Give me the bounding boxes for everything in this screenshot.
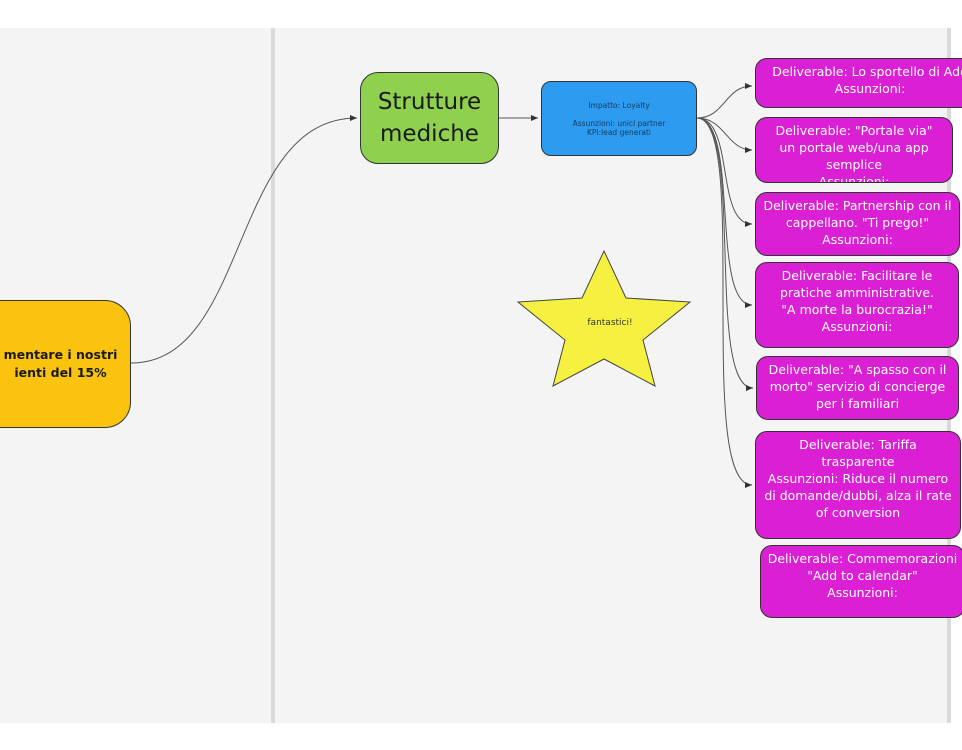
goal-text-line-1: mentare i nostri <box>3 347 118 362</box>
deliverable-6-line-2: trasparente <box>821 454 895 469</box>
deliverable-3-line-1: Deliverable: Partnership con il <box>763 198 952 213</box>
connector-detail-deliverable-3[interactable] <box>696 117 753 227</box>
deliverable-card-2[interactable]: Deliverable: "Portale via" un portale we… <box>755 117 953 183</box>
deliverable-6-line-5: of conversion <box>815 505 901 520</box>
connector-detail-deliverable-1[interactable] <box>696 83 753 119</box>
impact-text-line-2 <box>618 110 620 119</box>
goal-text-line-2: ienti del 15% <box>14 365 107 380</box>
deliverable-6-line-4: di domande/dubbi, alza il rate <box>764 488 952 503</box>
deliverable-1-line-1: Deliverable: Lo sportello di Ade <box>772 64 962 79</box>
deliverable-4-line-2: pratiche amministrative. <box>779 285 935 300</box>
goal-sticky[interactable]: mentare i nostri ienti del 15% <box>0 300 131 428</box>
star-label: fantastici! <box>587 318 633 328</box>
impact-text-line-4: KPI:lead generati <box>586 127 652 137</box>
deliverable-5-line-2: morto" servizio di concierge <box>769 379 946 394</box>
deliverable-3-line-2: cappellano. "Ti prego!" <box>785 215 930 230</box>
deliverable-2-line-4: Assunzioni: <box>818 174 890 183</box>
deliverable-3-line-3: Assunzioni: <box>822 232 893 247</box>
deliverable-4-line-3: "A morte la burocrazia!" <box>781 302 933 317</box>
connector-detail-deliverable-5[interactable] <box>696 117 754 391</box>
deliverable-card-5[interactable]: Deliverable: "A spasso con il morto" ser… <box>756 356 959 420</box>
deliverable-card-7[interactable]: Deliverable: Commemorazioni "Add to cale… <box>760 545 962 618</box>
deliverable-6-line-1: Deliverable: Tariffa <box>799 437 917 452</box>
impact-text-line-1: Impatto: Loyalty <box>588 100 650 110</box>
segment-node[interactable]: Strutture mediche <box>360 72 499 164</box>
deliverable-card-1[interactable]: Deliverable: Lo sportello di Ade Assunzi… <box>755 58 962 108</box>
connector-detail-deliverable-2[interactable] <box>696 117 753 153</box>
impact-text-line-3: Assunzioni: unici partner <box>572 118 666 128</box>
deliverable-5-line-1: Deliverable: "A spasso con il <box>768 362 947 377</box>
impact-node[interactable]: Impatto: Loyalty Assunzioni: unici partn… <box>541 81 697 156</box>
deliverable-7-line-2: "Add to calendar" <box>807 568 918 583</box>
deliverable-4-line-4: Assunzioni: <box>821 319 893 334</box>
segment-text-line-2: mediche <box>380 121 479 147</box>
deliverable-7-line-1: Deliverable: Commemorazioni <box>767 551 958 566</box>
deliverable-2-line-1: Deliverable: "Portale via" <box>775 123 933 138</box>
connector-detail-deliverable-6[interactable] <box>696 117 753 488</box>
segment-text-line-1: Strutture <box>377 89 482 115</box>
deliverable-2-line-3: semplice <box>826 157 882 172</box>
deliverable-1-line-2: Assunzioni: <box>834 81 906 96</box>
deliverable-6-line-3: Assunzioni: Riduce il numero <box>767 471 949 486</box>
deliverable-card-4[interactable]: Deliverable: Facilitare le pratiche ammi… <box>755 262 959 348</box>
deliverable-4-line-1: Deliverable: Facilitare le <box>781 268 933 283</box>
connector-detail-deliverable-4[interactable] <box>696 117 753 308</box>
connector-goal-segment[interactable] <box>130 115 358 364</box>
deliverable-5-line-3: per i familiari <box>815 396 900 411</box>
deliverable-7-line-3: Assunzioni: <box>827 585 898 600</box>
bottom-bar <box>0 723 962 750</box>
deliverable-2-line-2: un portale web/una app <box>779 140 929 155</box>
deliverable-card-6[interactable]: Deliverable: Tariffa trasparente Assunzi… <box>755 431 961 539</box>
star-shape[interactable] <box>516 249 692 387</box>
frame-divider <box>271 28 275 723</box>
deliverable-card-3[interactable]: Deliverable: Partnership con il cappella… <box>755 192 960 256</box>
